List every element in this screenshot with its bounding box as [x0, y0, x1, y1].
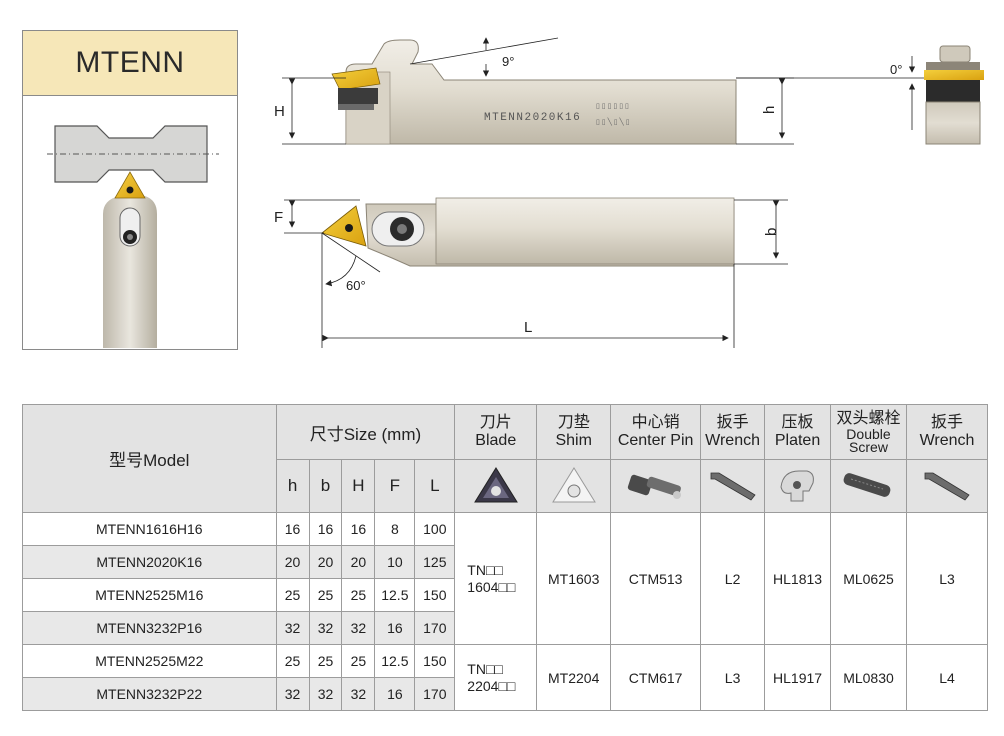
side-view: MTENN2020K16 ▯ ▯ ▯ ▯ ▯ ▯ ▯ ▯ ╲ ▯ ╲ ▯ H h…: [274, 37, 794, 145]
L-cell: 150: [414, 644, 456, 678]
platen-cell: HL1917: [764, 644, 832, 711]
b-cell: 25: [308, 578, 343, 612]
product-card: MTENN: [22, 30, 238, 350]
header-h: h: [275, 459, 310, 513]
model-cell: MTENN2525M22: [22, 644, 277, 678]
header-H: H: [341, 459, 376, 513]
h-cell: 16: [275, 512, 310, 546]
h-cell: 32: [275, 677, 310, 711]
F-cell: 12.5: [374, 644, 416, 678]
b-cell: 25: [308, 644, 343, 678]
svg-text:▯ ▯ ▯ ▯ ▯ ▯: ▯ ▯ ▯ ▯ ▯ ▯: [596, 103, 629, 110]
dim-H-label: H: [274, 103, 285, 120]
dim-h-label: h: [761, 106, 778, 114]
dim-b-label: b: [763, 228, 780, 236]
F-cell: 12.5: [374, 578, 416, 612]
header-L: L: [414, 459, 456, 513]
h-cell: 32: [275, 611, 310, 645]
wrench-cell: L3: [700, 644, 766, 711]
h-cell: 20: [275, 545, 310, 579]
table-row: MTENN2020K16 20 20 20 10 125: [22, 545, 988, 579]
F-cell: 16: [374, 677, 416, 711]
double-screw-icon: [844, 472, 891, 497]
tool-schematic-illustration: [47, 125, 219, 348]
table-row: MTENN2525M16 25 25 25 12.5 150: [22, 578, 988, 612]
product-title: MTENN: [23, 31, 237, 96]
table-row: MTENN2525M22 25 25 25 12.5 150 TN□□2204□…: [22, 644, 989, 711]
angle-9-label: 9°: [502, 54, 514, 69]
b-cell: 32: [308, 677, 343, 711]
screw-cell: ML0830: [830, 644, 907, 711]
header-b: b: [308, 459, 343, 513]
model-cell: MTENN2525M16: [22, 578, 277, 612]
F-cell: 8: [374, 512, 416, 546]
end-view: 0°: [736, 45, 984, 145]
L-cell: 100: [414, 512, 456, 546]
center-pin-icon: [627, 474, 681, 499]
b-cell: 32: [308, 611, 343, 645]
h-cell: 25: [275, 578, 310, 612]
wrench2-cell: L3: [905, 512, 989, 645]
table-row: MTENN3232P22 32 32 32 16 170: [22, 677, 988, 711]
platen-cell: HL1813: [764, 512, 832, 645]
product-marking: MTENN2020K16: [484, 112, 581, 124]
angle-60-label: 60°: [346, 278, 366, 293]
blade-cell: TN□□1604□□: [454, 512, 538, 645]
table-row: MTENN3232P16 32 32 32 16 170: [22, 611, 988, 645]
L-cell: 150: [414, 578, 456, 612]
F-cell: 16: [374, 611, 416, 645]
top-view: F b 60° L: [274, 197, 788, 348]
header-double-screw: 双头螺栓 Double Screw: [830, 404, 907, 460]
clamp-platen-icon: [780, 470, 814, 501]
H-cell: 20: [341, 545, 376, 579]
F-cell: 10: [374, 545, 416, 579]
shim-icon: [551, 466, 596, 502]
screw-cell: ML0625: [830, 512, 907, 645]
pin-cell: CTM513: [610, 512, 702, 645]
b-cell: 16: [308, 512, 343, 546]
H-cell: 32: [341, 611, 376, 645]
wrench2-cell: L4: [905, 644, 989, 711]
L-cell: 170: [414, 611, 456, 645]
H-cell: 25: [341, 578, 376, 612]
angle-0-label: 0°: [890, 62, 902, 77]
shim-cell: MT1603: [536, 512, 612, 645]
hex-wrench-icon: [924, 472, 970, 501]
H-cell: 32: [341, 677, 376, 711]
svg-text:▯ ▯ ╲ ▯ ╲ ▯: ▯ ▯ ╲ ▯ ╲ ▯: [596, 117, 630, 126]
shim-cell: MT2204: [536, 644, 612, 711]
technical-drawing: MTENN2020K16 ▯ ▯ ▯ ▯ ▯ ▯ ▯ ▯ ╲ ▯ ╲ ▯ H h…: [274, 37, 984, 348]
header-F: F: [374, 459, 416, 513]
b-cell: 20: [308, 545, 343, 579]
L-cell: 170: [414, 677, 456, 711]
wrench-cell: L2: [700, 512, 766, 645]
model-cell: MTENN1616H16: [22, 512, 277, 546]
H-cell: 16: [341, 512, 376, 546]
triangle-insert-icon: [473, 466, 518, 502]
table-row: MTENN1616H16 16 16 16 8 100 TN□□1604□□ M…: [22, 512, 989, 645]
header-model: 型号Model: [22, 404, 277, 513]
L-cell: 125: [414, 545, 456, 579]
header-size: 尺寸Size (mm): [275, 404, 456, 460]
blade-cell: TN□□2204□□: [454, 644, 538, 711]
hex-wrench-icon: [710, 472, 756, 501]
model-cell: MTENN2020K16: [22, 545, 277, 579]
pin-cell: CTM617: [610, 644, 702, 711]
dim-L-label: L: [524, 319, 532, 336]
dim-F-label: F: [274, 209, 283, 226]
model-cell: MTENN3232P22: [22, 677, 277, 711]
model-cell: MTENN3232P16: [22, 611, 277, 645]
h-cell: 25: [275, 644, 310, 678]
H-cell: 25: [341, 644, 376, 678]
